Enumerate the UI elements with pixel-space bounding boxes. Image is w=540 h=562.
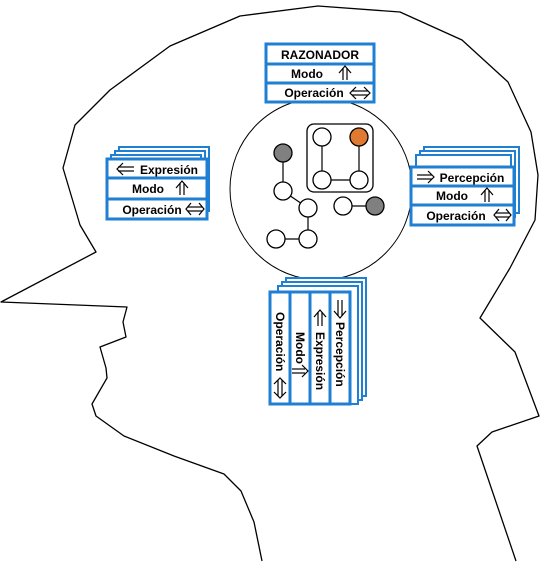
node-top-left (313, 128, 331, 146)
razonador-modo: Modo (291, 67, 323, 81)
percepcion-operacion: Operación (426, 209, 485, 223)
bottom-operacion: Operación (273, 312, 287, 371)
node-bottom-b (299, 230, 317, 248)
expresion-modo: Modo (132, 182, 164, 196)
node-bottom-a (267, 230, 285, 248)
percepcion-title: Percepción (440, 171, 505, 185)
bottom-percepcion: Percepción (333, 322, 347, 387)
expresion-operacion: Operación (122, 203, 181, 217)
node-dark-2 (366, 197, 384, 215)
node-left (274, 182, 292, 200)
bottom-expresion: Expresión (313, 332, 327, 390)
percepcion-modo: Modo (436, 189, 468, 203)
razonador-title: RAZONADOR (281, 48, 359, 62)
node-bottom-left (313, 171, 331, 189)
node-right-light (334, 197, 352, 215)
node-bottom-right (350, 171, 368, 189)
node-mid (299, 199, 317, 217)
node-dark-1 (274, 144, 292, 162)
expresion-title: Expresión (140, 163, 198, 177)
bottom-stack: Operación Modo Expresión Percepción (270, 278, 366, 404)
razonador-box: RAZONADOR Modo Operación (266, 44, 374, 102)
node-orange (350, 128, 368, 146)
expresion-stack: Expresión Modo Operación (107, 147, 209, 219)
percepcion-stack: Percepción Modo Operación (411, 147, 519, 225)
razonador-operacion: Operación (284, 86, 343, 100)
bottom-modo: Modo (293, 332, 307, 364)
